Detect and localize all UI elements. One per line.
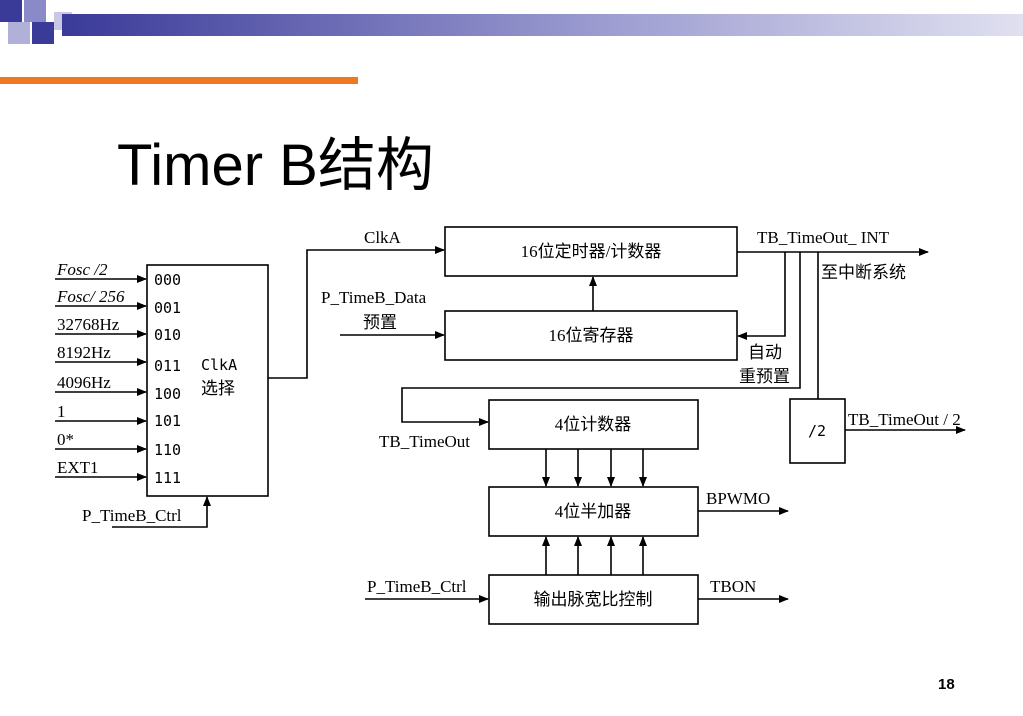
- select-code-6: 101: [154, 412, 181, 430]
- timer16-label: 16位定时器/计数器: [521, 242, 662, 261]
- mux-label-2: 选择: [201, 379, 235, 398]
- tbon-label: TBON: [710, 577, 756, 596]
- mux-ctrl-label: P_TimeB_Ctrl: [82, 506, 182, 525]
- input-label-2: Fosc/ 256: [56, 287, 125, 306]
- slide-title: Timer B结构: [117, 133, 434, 198]
- data-label-2: 预置: [363, 313, 397, 332]
- input-label-3: 32768Hz: [57, 315, 120, 334]
- input-label-7: 0*: [57, 430, 74, 449]
- counter4-block: [488, 399, 699, 450]
- auto-reload-label-2: 重预置: [739, 367, 790, 386]
- div2-label: /2: [808, 422, 826, 440]
- adder4-label: 4位半加器: [555, 502, 632, 521]
- int-out-label: TB_TimeOut_ INT: [757, 228, 890, 247]
- select-code-1: 000: [154, 271, 181, 289]
- bpwmo-label: BPWMO: [706, 489, 770, 508]
- header-square-2: [24, 0, 46, 22]
- select-code-5: 100: [154, 385, 181, 403]
- counter4-label: 4位计数器: [555, 415, 632, 434]
- clka-label: ClkA: [364, 228, 402, 247]
- to-interrupt-label: 至中断系统: [821, 263, 906, 282]
- header-gradient-band: [62, 14, 1023, 36]
- input-label-1: Fosc /2: [56, 260, 108, 279]
- register16-label: 16位寄存器: [549, 326, 634, 345]
- input-label-8: EXT1: [57, 458, 99, 477]
- input-label-6: 1: [57, 402, 66, 421]
- timeout-label: TB_TimeOut: [379, 432, 470, 451]
- timeout-loop-arrow: [401, 375, 801, 426]
- data-label-1: P_TimeB_Data: [321, 288, 427, 307]
- select-code-7: 110: [154, 441, 181, 459]
- select-code-4: 011: [154, 357, 181, 375]
- header-square-4: [32, 22, 54, 44]
- auto-reload-label-1: 自动: [748, 343, 782, 362]
- pwm-control-label: 输出脉宽比控制: [534, 590, 653, 609]
- input-label-4: 8192Hz: [57, 343, 111, 362]
- header-square-1: [0, 0, 22, 22]
- page-number: 18: [938, 676, 955, 693]
- pwm-ctrl-label: P_TimeB_Ctrl: [367, 577, 467, 596]
- div2-out-label: TB_TimeOut / 2: [848, 410, 961, 429]
- clka-arrow: [268, 246, 445, 379]
- select-code-8: 111: [154, 469, 181, 487]
- select-code-2: 001: [154, 299, 181, 317]
- auto-reload-arrow-1: [737, 252, 786, 340]
- mux-ctrl-arrow: [112, 496, 211, 528]
- input-label-5: 4096Hz: [57, 373, 111, 392]
- header-square-3: [8, 22, 30, 44]
- select-code-3: 010: [154, 326, 181, 344]
- mux-label-1: ClkA: [201, 356, 237, 374]
- header-accent-line: [0, 77, 358, 84]
